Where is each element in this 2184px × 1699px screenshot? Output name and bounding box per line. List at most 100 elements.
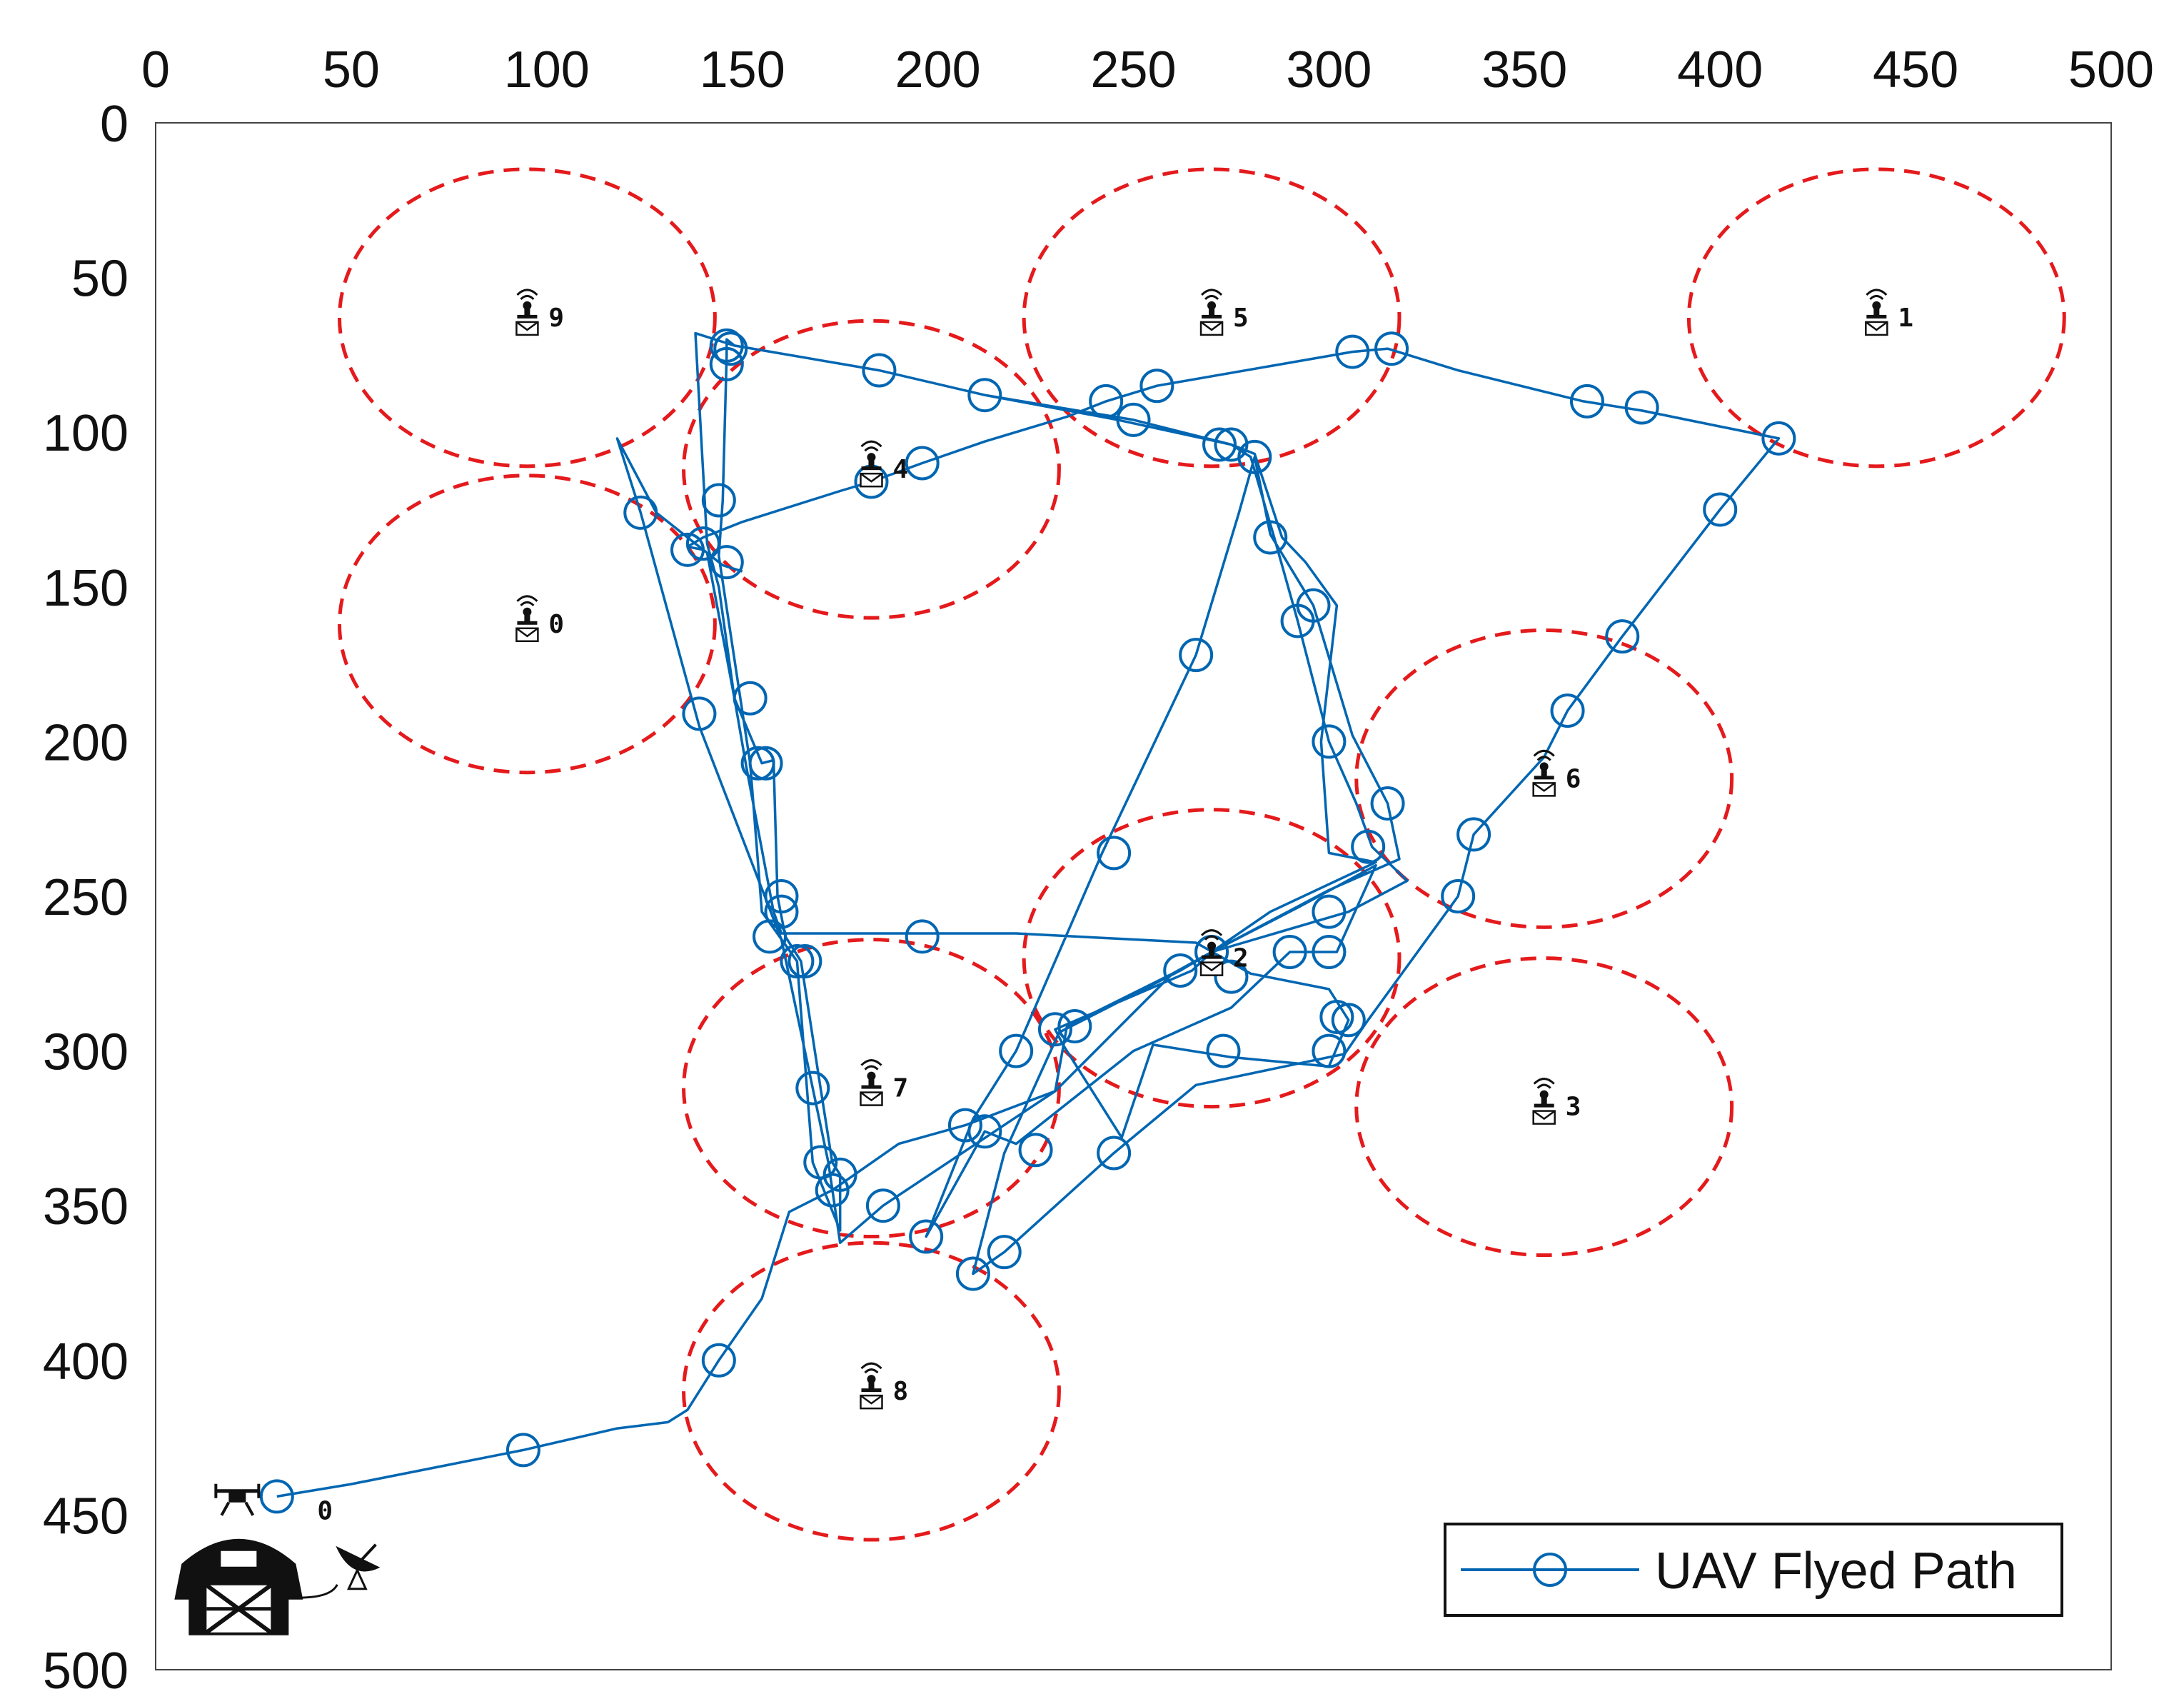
coverage-circle-8 — [682, 1241, 1061, 1542]
path-marker — [740, 746, 775, 781]
path-marker — [1037, 1012, 1072, 1047]
sensor-wifi-icon — [1533, 1078, 1555, 1108]
path-marker — [865, 1188, 900, 1223]
coverage-circle-9 — [337, 167, 717, 468]
sensor-wifi-icon — [1200, 929, 1223, 959]
sensor-wifi-icon — [860, 1059, 882, 1089]
path-marker — [1331, 1003, 1366, 1038]
sensor-label: 0 — [548, 610, 564, 639]
coverage-circle-3 — [1354, 956, 1734, 1258]
sensor-wifi-icon — [860, 1362, 882, 1393]
path-marker — [623, 495, 658, 530]
path-marker — [764, 879, 799, 913]
y-tick-label: 0 — [100, 96, 129, 153]
sensor-label: 5 — [1233, 304, 1249, 333]
path-marker — [748, 746, 783, 781]
sensor-node-8: 8 — [860, 1362, 908, 1410]
path-marker — [909, 1219, 944, 1254]
path-marker — [1550, 693, 1585, 728]
coverage-circles — [337, 167, 2066, 1542]
coverage-circle-4 — [682, 319, 1061, 620]
path-marker — [1097, 1136, 1132, 1171]
path-marker — [709, 328, 744, 363]
path-marker — [955, 1256, 990, 1291]
path-marker — [1089, 384, 1124, 419]
sensor-wifi-icon — [516, 289, 538, 319]
coverage-circle-2 — [1022, 808, 1402, 1109]
path-marker — [1370, 786, 1405, 821]
plot-area — [155, 122, 2112, 1670]
path-marker — [713, 331, 748, 366]
path-marker — [505, 1433, 540, 1468]
path-marker — [1624, 390, 1659, 425]
envelope-icon — [1532, 782, 1556, 797]
y-tick-label: 50 — [71, 251, 129, 308]
path-marker — [1139, 369, 1174, 404]
path-marker — [685, 526, 720, 561]
x-tick-label: 150 — [700, 41, 785, 99]
y-tick-label: 450 — [43, 1488, 129, 1545]
sensor-nodes: 0 1 2 3 4 5 6 7 8 9 — [515, 289, 1913, 1410]
sensor-node-1: 1 — [1865, 289, 1913, 336]
path-marker — [1441, 879, 1476, 913]
sensor-label: 3 — [1566, 1093, 1581, 1122]
y-tick-label: 150 — [43, 560, 129, 617]
path-marker — [1253, 520, 1288, 555]
path-marker — [1351, 829, 1386, 864]
path-marker — [1335, 334, 1370, 369]
y-tick-label: 200 — [43, 714, 129, 771]
legend: UAV Flyed Path — [1444, 1523, 2063, 1617]
base-station: 0 — [174, 1483, 381, 1635]
path-marker — [967, 378, 1002, 413]
path-marker — [967, 1114, 1002, 1149]
path-marker — [1057, 1008, 1092, 1043]
sensor-node-4: 4 — [860, 440, 908, 488]
path-marker — [1312, 934, 1347, 969]
x-tick-label: 350 — [1481, 41, 1567, 99]
path-marker — [1163, 953, 1198, 988]
path-marker — [1312, 894, 1347, 929]
path-marker — [1605, 619, 1640, 654]
legend-label: UAV Flyed Path — [1655, 1543, 2017, 1600]
path-marker — [822, 1157, 857, 1192]
satellite-dish-icon — [288, 1543, 381, 1599]
path-marker — [1312, 724, 1347, 759]
path-marker — [1456, 817, 1491, 852]
envelope-icon — [515, 321, 539, 336]
legend-marker-sample — [1533, 1553, 1567, 1587]
y-tick-label: 100 — [43, 405, 129, 462]
path-marker — [1206, 1033, 1241, 1068]
path-marker — [1272, 934, 1307, 969]
path-marker — [987, 1235, 1022, 1270]
path-marker — [670, 532, 705, 567]
path-marker — [1569, 384, 1604, 419]
path-marker — [905, 446, 940, 481]
x-tick-label: 400 — [1677, 41, 1763, 99]
uav-path-markers — [259, 328, 1796, 1514]
coverage-circle-5 — [1022, 167, 1402, 468]
barn-icon — [174, 1538, 303, 1635]
sensor-node-9: 9 — [515, 289, 564, 336]
x-tick-label: 200 — [895, 41, 981, 99]
sensor-label: 2 — [1233, 944, 1249, 973]
path-marker — [259, 1479, 294, 1514]
sensor-label: 1 — [1898, 304, 1913, 333]
sensor-node-5: 5 — [1199, 289, 1249, 336]
x-tick-label: 450 — [1873, 41, 1958, 99]
sensor-wifi-icon — [1200, 289, 1223, 319]
uav-path-line — [276, 331, 1781, 1498]
envelope-icon — [860, 472, 883, 488]
sensor-node-7: 7 — [860, 1059, 908, 1106]
x-tick-label: 300 — [1286, 41, 1372, 99]
sensor-wifi-icon — [1866, 289, 1888, 319]
sensor-node-3: 3 — [1532, 1078, 1581, 1125]
path-marker — [1018, 1133, 1053, 1168]
sensor-label: 7 — [892, 1074, 908, 1103]
path-marker — [753, 919, 787, 954]
sensor-label: 6 — [1566, 764, 1581, 793]
sensor-wifi-icon — [860, 440, 882, 471]
path-marker — [1374, 331, 1409, 366]
envelope-icon — [1532, 1110, 1556, 1125]
sensor-node-2: 2 — [1199, 929, 1249, 976]
